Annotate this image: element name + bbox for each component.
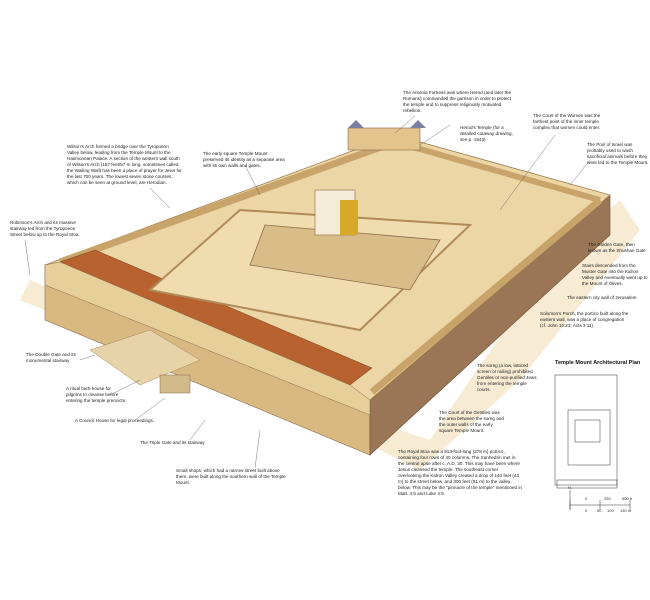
antonia-fortress bbox=[347, 127, 421, 151]
note-court-women: The Court of the Women was the farthest … bbox=[533, 113, 601, 130]
architectural-plan bbox=[554, 374, 631, 510]
note-triple-gate: The Triple Gate and its stairway bbox=[140, 440, 205, 445]
inner-courts bbox=[249, 224, 441, 291]
ground-shadow bbox=[20, 200, 640, 470]
note-bath-house: A ritual bath-house for pilgrims to clea… bbox=[66, 386, 127, 403]
double-gate-stairway bbox=[89, 329, 201, 386]
note-soreg: The soreg (a low, latticed screen or rai… bbox=[477, 363, 537, 392]
note-court-gentiles: The Court of the Gentiles was the area b… bbox=[439, 410, 504, 433]
royal-stoa-colonnade bbox=[44, 261, 371, 416]
note-pool-israel: The Pool of Israel was probably used to … bbox=[587, 142, 649, 165]
scale-m-50: 50 bbox=[597, 508, 602, 513]
note-early-square: The early square Temple Mount preserved … bbox=[203, 151, 285, 168]
note-double-gate: The Double Gate and its monumental stair… bbox=[26, 352, 76, 363]
antonia-tower bbox=[348, 120, 364, 128]
northern-portico bbox=[394, 139, 601, 203]
note-council-house: A Council House for legal proceedings. bbox=[75, 418, 155, 423]
plan-title: Temple Mount Architectural Plan bbox=[555, 360, 641, 366]
scale-ft-0: 0 bbox=[585, 496, 588, 501]
western-portico bbox=[58, 138, 397, 266]
note-small-shops: Small shops, which had a narrow street b… bbox=[176, 468, 286, 485]
leader-lines bbox=[24, 115, 591, 469]
note-herods-temple: Herod's Temple (for a detailed cutaway d… bbox=[460, 125, 513, 142]
antonia-tower bbox=[410, 120, 426, 128]
note-golden-gate: The Golden Gate, then known as the Shush… bbox=[588, 242, 646, 253]
scale-m-100: 100 bbox=[607, 508, 614, 513]
scale-m-150: 150 m bbox=[620, 508, 632, 513]
temple-gold-facade bbox=[340, 200, 358, 235]
scale-ft-500: 500 ft bbox=[622, 496, 633, 501]
note-eastern-wall: The eastern city wall of Jerusalem bbox=[567, 295, 637, 300]
scale-ft-250: 250 bbox=[604, 496, 611, 501]
solomons-porch bbox=[369, 197, 603, 395]
note-royal-stoa: The Royal Stoa was a 913-foot-long (278 … bbox=[398, 449, 522, 496]
note-wilsons-arch: Wilson's Arch formed a bridge over the T… bbox=[67, 144, 182, 185]
north-label: N bbox=[568, 485, 571, 490]
ritual-bath-house bbox=[159, 374, 191, 394]
note-antonia: The Antonia Fortress was where Herod (an… bbox=[403, 90, 512, 113]
note-solomons-porch: Solomon's Porch, the portico built along… bbox=[540, 311, 629, 328]
note-robinsons-arch: Robinson's Arch and its massive stairway… bbox=[10, 220, 80, 237]
note-stairs: Stairs descended from the Muster Gate in… bbox=[582, 263, 648, 286]
scale-m-0: 0 bbox=[585, 508, 588, 513]
